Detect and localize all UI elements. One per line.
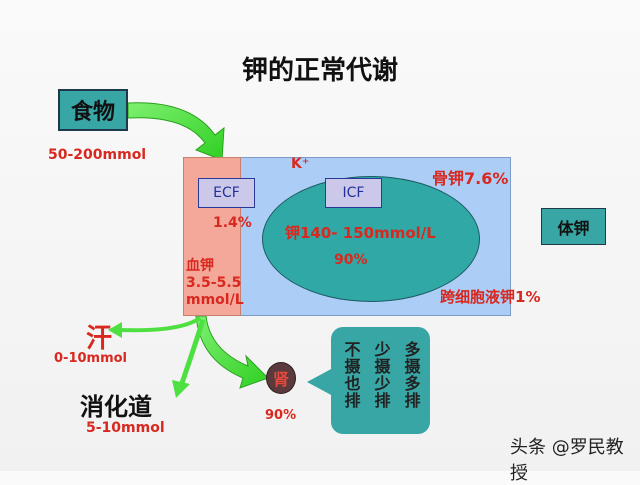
callout-col-1: 多摄多排 [401,341,421,409]
food-box: 食物 [58,89,128,131]
digestive-arrow [179,319,206,384]
flow-arrows [108,102,325,398]
ecf-percent: 1.4% [213,215,252,231]
potassium-symbol: K⁺ [291,156,310,172]
digestive-label: 消化道 [80,393,152,421]
kidney-percent: 90% [265,408,297,423]
callout-tail [307,368,333,396]
ecf-box: ECF [198,178,255,208]
callout-col-3: 不摄也排 [341,341,361,409]
bone-potassium-label: 骨钾7.6% [432,169,509,188]
transcellular-potassium-label: 跨细胞液钾1% [440,288,541,306]
blood-line-1: 血钾 [186,258,214,274]
digestive-arrowhead [172,380,190,398]
page-title: 钾的正常代谢 [241,56,398,86]
icf-box: ICF [325,178,382,208]
blood-potassium-label: 血钾 3.5-5.5 mmol/L [186,258,244,309]
sweat-arrow [119,316,202,333]
digestive-amount: 5-10mmol [86,420,165,436]
food-amount: 50-200mmol [48,147,147,163]
callout-col-2: 少摄少排 [371,341,391,409]
sweat-arrowhead [108,322,122,338]
blood-line-2: 3.5-5.5 [186,275,242,291]
sweat-label: 汗 [86,324,113,354]
icf-ellipse [262,176,480,302]
blood-line-3: mmol/L [186,292,244,308]
kidney-icon: 肾 [266,362,296,394]
kidney-excretion-arrow [195,315,269,389]
sweat-amount: 0-10mmol [54,351,128,366]
body-potassium-box: 体钾 [541,208,606,245]
callout-text: 多摄多排 少摄少排 不摄也排 [331,327,430,434]
callout-bubble [331,327,430,434]
icf-percent: 90% [334,252,368,268]
watermark: 头条 @罗民教授 [510,437,624,484]
icf-concentration: 钾140- 150mmol/L [285,224,436,242]
